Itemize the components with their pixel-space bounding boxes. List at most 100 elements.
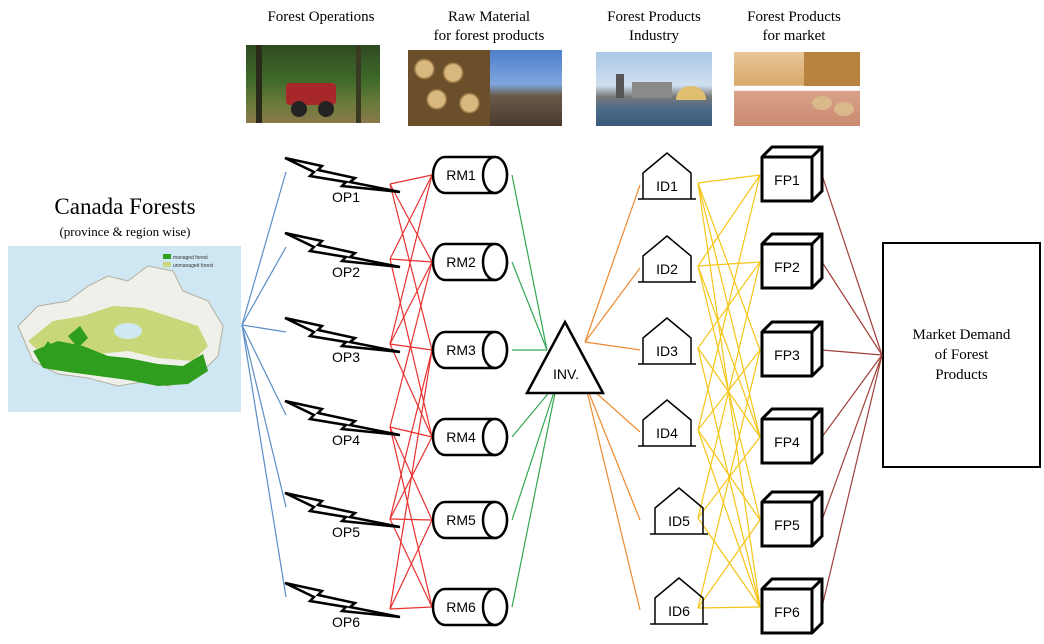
map-legend-managed: managed forest [173, 255, 208, 261]
edge-op4-rm5 [389, 426, 433, 521]
edge-id4-fp1 [697, 174, 761, 431]
product-node-4 [760, 407, 824, 465]
edge-id6-fp6 [697, 606, 761, 609]
house-icon [638, 235, 696, 283]
edge-op3-rm3 [389, 343, 433, 351]
product-label: FP4 [774, 434, 800, 450]
operation-node-1 [284, 156, 401, 194]
raw-material-node-4 [431, 417, 509, 457]
cube-icon [760, 490, 824, 548]
operation-label: OP1 [332, 189, 360, 205]
edge-forest-op6 [241, 324, 287, 598]
lightning-bolt-icon [284, 231, 401, 269]
industry-mill-photo [596, 52, 712, 126]
edge-op1-rm1 [389, 174, 433, 185]
edge-rm1-inv [511, 174, 548, 351]
edge-forest-op1 [241, 171, 287, 326]
header-forest-operations: Forest Operations [267, 9, 375, 25]
edge-fp3-market [821, 349, 883, 356]
inventory-node [524, 319, 606, 395]
edge-fp1-market [821, 174, 883, 356]
house-icon [638, 317, 696, 365]
lightning-bolt-icon [284, 156, 401, 194]
house-icon [638, 399, 696, 447]
edge-op3-rm2 [389, 261, 433, 345]
edge-op5-rm3 [389, 349, 433, 520]
edge-id2-fp4 [697, 265, 761, 438]
raw-material-node-6 [431, 587, 509, 627]
product-node-5 [760, 490, 824, 548]
raw-material-label: RM3 [446, 342, 476, 358]
edge-forest-op3 [241, 324, 287, 333]
edge-rm2-inv [511, 261, 548, 351]
header-forest-products-industry: Forest Products Industry [607, 9, 701, 44]
industry-label: ID2 [656, 261, 678, 277]
edge-fp4-market [821, 354, 883, 438]
market-demand-box: Market Demand of Forest Products [882, 242, 1041, 468]
inventory-label: INV. [553, 366, 579, 382]
lightning-bolt-icon [284, 491, 401, 529]
edge-id2-fp1 [697, 174, 761, 267]
lightning-bolt-icon [284, 399, 401, 437]
product-label: FP2 [774, 259, 800, 275]
industry-label: ID3 [656, 343, 678, 359]
cube-icon [760, 320, 824, 378]
house-icon [650, 487, 708, 535]
product-label: FP6 [774, 604, 800, 620]
edge-id2-fp2 [697, 261, 761, 267]
operation-node-3 [284, 316, 401, 354]
industry-node-4 [638, 399, 696, 447]
operation-node-4 [284, 399, 401, 437]
raw-material-label: RM5 [446, 512, 476, 528]
raw-material-logs-photo [408, 50, 490, 126]
edge-inv-id3 [584, 341, 641, 351]
industry-node-2 [638, 235, 696, 283]
edge-forest-op2 [241, 246, 287, 326]
edge-id5-fp2 [697, 261, 761, 519]
edge-op6-rm3 [389, 349, 433, 610]
product-label: FP3 [774, 347, 800, 363]
edge-op2-rm1 [389, 174, 433, 260]
edge-fp2-market [821, 261, 883, 356]
edge-fp5-market [821, 354, 883, 521]
edge-op2-rm4 [389, 258, 433, 438]
operation-label: OP4 [332, 432, 360, 448]
lightning-bolt-icon [284, 581, 401, 619]
industry-label: ID1 [656, 178, 678, 194]
industry-label: ID5 [668, 513, 690, 529]
header-forest-products-market: Forest Products for market [747, 9, 841, 44]
industry-node-5 [650, 487, 708, 535]
edge-inv-id6 [584, 382, 641, 611]
edge-forest-op4 [241, 324, 287, 416]
canada-forests-subtitle: (province & region wise) [59, 224, 191, 239]
map-legend-unmanaged: unmanaged forest [173, 263, 214, 269]
edge-inv-id1 [584, 184, 641, 343]
header-raw-material: Raw Material for forest products [433, 9, 545, 44]
industry-node-3 [638, 317, 696, 365]
raw-material-label: RM4 [446, 429, 476, 445]
edge-id4-fp5 [697, 429, 761, 521]
raw-material-label: RM1 [446, 167, 476, 183]
raw-material-label: RM2 [446, 254, 476, 270]
edge-id1-fp3 [697, 182, 761, 351]
triangle-icon [524, 319, 606, 395]
house-icon [650, 577, 708, 625]
edge-op4-rm2 [389, 261, 433, 428]
edge-id6-fp3 [697, 349, 761, 609]
raw-material-field-photo [490, 50, 562, 126]
lightning-bolt-icon [284, 316, 401, 354]
operation-label: OP5 [332, 524, 360, 540]
edge-op5-rm6 [389, 518, 433, 608]
edge-op1-rm3 [389, 183, 433, 351]
cube-icon [760, 577, 824, 635]
managed-forest-region [33, 341, 208, 386]
product-label: FP5 [774, 517, 800, 533]
forest-products-photo [734, 52, 860, 126]
product-node-1 [760, 145, 824, 203]
forest-operations-photo [246, 45, 380, 123]
edge-id4-fp6 [697, 429, 761, 608]
edge-op3-rm4 [389, 343, 433, 438]
operation-label: OP6 [332, 614, 360, 630]
market-demand-label: Market Demand of Forest Products [912, 327, 1011, 383]
